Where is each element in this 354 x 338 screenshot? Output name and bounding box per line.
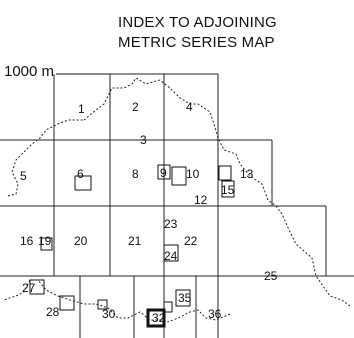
sheet-13-label: 13 — [240, 167, 254, 181]
boundary-line — [3, 77, 351, 323]
sheet-16-label: 16 — [20, 234, 34, 248]
sheet-4-label: 4 — [186, 100, 193, 114]
sheet-2-label: 2 — [132, 100, 139, 114]
sheet-28-label: 28 — [46, 305, 60, 319]
sheet-6-label: 6 — [77, 167, 84, 181]
inset-boxes — [29, 164, 235, 328]
sheet-3-label: 3 — [140, 133, 147, 147]
map-title-line-1: INDEX TO ADJOINING — [118, 14, 277, 31]
sheet-27-label: 27 — [22, 281, 36, 295]
sheet-32-label: 32 — [152, 311, 166, 325]
sheet-30-label: 30 — [102, 307, 116, 321]
sheet-8-label: 8 — [132, 167, 139, 181]
sheet-1-label: 1 — [78, 102, 85, 116]
sheet-5-label: 5 — [20, 169, 27, 183]
map-title-line-2: METRIC SERIES MAP — [118, 34, 275, 51]
sheet-22-label: 22 — [184, 234, 198, 248]
sheet-9-label: 9 — [160, 166, 167, 180]
sheet-23-label: 23 — [164, 217, 178, 231]
sheet-grid-lines — [0, 73, 354, 338]
sheet-25-label: 25 — [264, 269, 278, 283]
sheet-20-label: 20 — [74, 234, 88, 248]
sheet-19-label: 19 — [38, 234, 52, 248]
sheet-36-label: 36 — [208, 307, 222, 321]
sheet-35-label: 35 — [178, 291, 192, 305]
scale-label: 1000 m — [4, 63, 55, 80]
sheet-labels: 1 2 3 4 5 6 8 9 10 12 13 15 16 19 20 21 … — [20, 100, 278, 325]
sheet-24-label: 24 — [164, 249, 178, 263]
sheet-12-label: 12 — [194, 193, 208, 207]
sheet-10-label: 10 — [186, 167, 200, 181]
sheet-15-label: 15 — [221, 183, 235, 197]
sheet-21-label: 21 — [128, 234, 142, 248]
